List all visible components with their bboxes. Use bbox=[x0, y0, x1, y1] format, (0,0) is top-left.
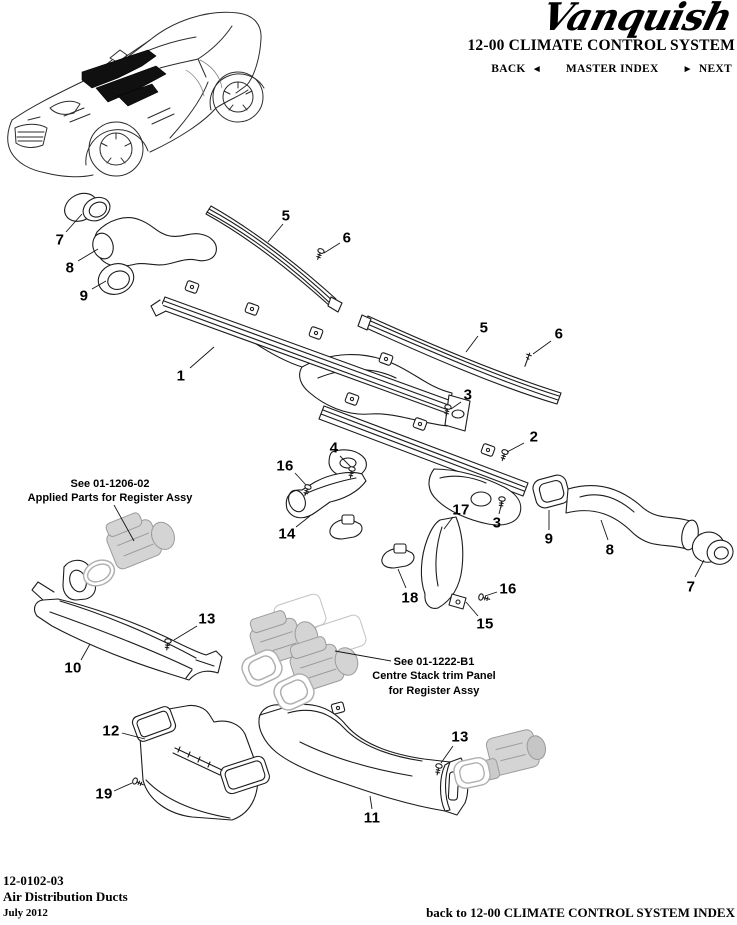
screw-6-right bbox=[522, 351, 533, 368]
back-arrow-icon[interactable]: ◄ bbox=[531, 63, 542, 75]
document-number: 12-0102-03 bbox=[3, 873, 64, 888]
part-11-right-duct bbox=[258, 701, 469, 816]
index-back-link[interactable]: back to 12-00 CLIMATE CONTROL SYSTEM IND… bbox=[426, 905, 735, 920]
part-8-hose-left bbox=[92, 217, 217, 267]
page-title: 12-00 CLIMATE CONTROL SYSTEM bbox=[467, 37, 735, 54]
part-10-left-duct bbox=[31, 559, 223, 681]
screw-6-left bbox=[314, 247, 326, 262]
part-8-hose-right bbox=[565, 484, 699, 551]
part-5-demister-vent-left bbox=[205, 205, 343, 313]
part-5-demister-vent-right bbox=[357, 314, 562, 405]
document-title: Air Distribution Ducts bbox=[3, 889, 128, 904]
highlighted-duct-area bbox=[81, 49, 167, 107]
part-15-side-bracket bbox=[420, 516, 467, 610]
part-18-clips bbox=[329, 514, 415, 569]
screw-2 bbox=[498, 448, 510, 463]
gasket-ring-1 bbox=[82, 559, 116, 587]
part-12-console-duct bbox=[131, 704, 270, 821]
part-1-main-duct-assembly bbox=[150, 279, 471, 432]
next-arrow-icon[interactable]: ► bbox=[682, 63, 693, 75]
part-14-bracket-duct bbox=[285, 471, 367, 519]
screw-16-right bbox=[477, 592, 492, 603]
vanquish-logo: Vanquish bbox=[537, 0, 737, 39]
car-illustration bbox=[7, 11, 265, 178]
nav-next-link[interactable]: NEXT bbox=[698, 63, 732, 75]
footer-reference: 12-0102-03 Air Distribution Ducts July 2… bbox=[3, 873, 128, 919]
document-date: July 2012 bbox=[3, 907, 48, 919]
nav-back-link[interactable]: BACK bbox=[491, 63, 526, 75]
header-nav: BACK ◄ MASTER INDEX ► NEXT bbox=[491, 63, 732, 75]
nav-master-index-link[interactable]: MASTER INDEX bbox=[565, 63, 659, 75]
part-7-connector-right bbox=[691, 531, 734, 565]
register-assy-ref-1 bbox=[100, 501, 180, 572]
part-9-ring-right bbox=[532, 474, 570, 509]
part-lower-rail-assembly bbox=[318, 391, 529, 526]
